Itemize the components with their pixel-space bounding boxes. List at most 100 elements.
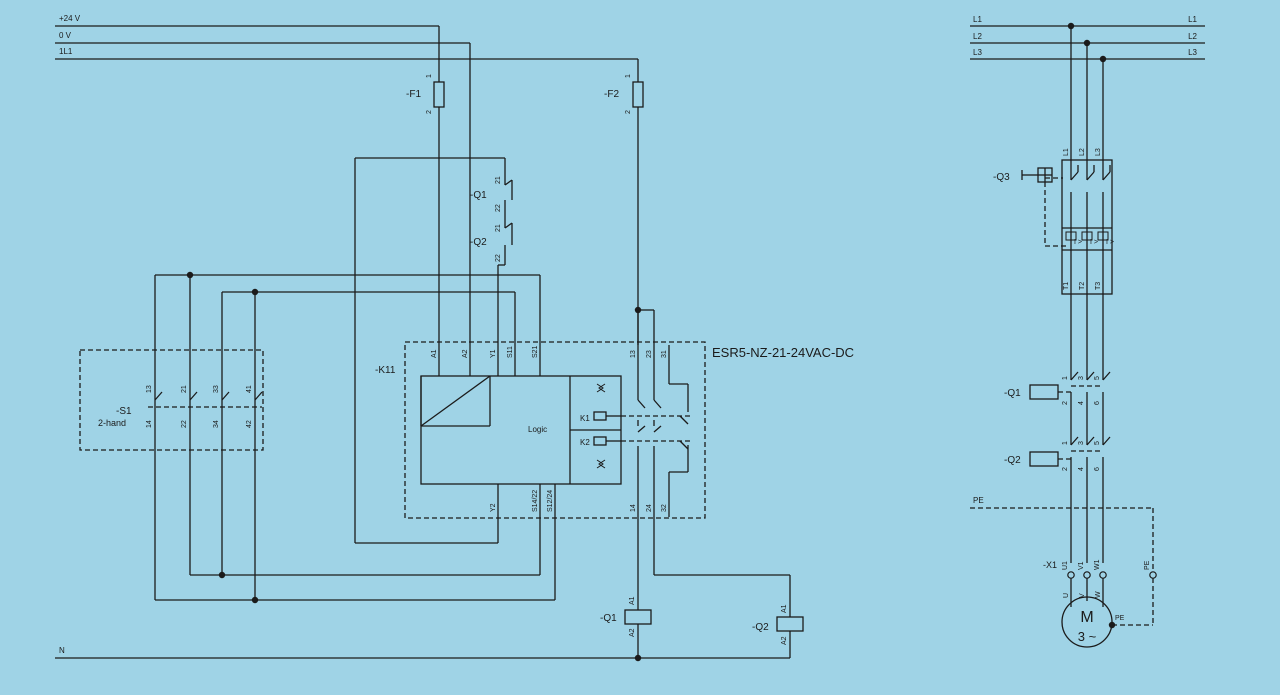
- k11-bottom-terminal: S12/24: [547, 490, 554, 512]
- k11-dashed-box: [404, 341, 706, 519]
- s1-label: -S1: [116, 406, 132, 417]
- fuse-f2-label: -F2: [604, 89, 619, 100]
- contact-pin: 6: [1094, 401, 1101, 405]
- contactor-q1-label: -Q1: [1004, 388, 1021, 399]
- contact-pin: 4: [1078, 401, 1085, 405]
- contact-pin: 2: [1062, 467, 1069, 471]
- motor-terminal: W: [1095, 591, 1102, 598]
- coil-pin: A2: [629, 628, 636, 637]
- k11-model-label: ESR5-NZ-21-24VAC-DC: [712, 345, 854, 360]
- k11-top-terminal: S11: [507, 346, 514, 358]
- junction-dot: [251, 596, 259, 604]
- k11-bottom-terminal: 24: [646, 504, 653, 512]
- q2-coil-box: [1029, 451, 1059, 467]
- trip-label: I >: [1106, 239, 1114, 246]
- motor-pe-label: PE: [1115, 615, 1125, 622]
- junction-dot: [251, 288, 259, 296]
- fuse-f1-body: [433, 81, 445, 108]
- k11-label: -K11: [375, 365, 396, 376]
- q3-label: -Q3: [993, 172, 1010, 183]
- phase-label: L3: [1188, 48, 1197, 57]
- k2-coil: [593, 436, 607, 446]
- trip-mark: [1065, 231, 1077, 241]
- fuse-pin: 2: [426, 110, 433, 114]
- coil-pin: A1: [781, 604, 788, 613]
- coil-pin: A2: [781, 636, 788, 645]
- contact-pin: 5: [1094, 441, 1101, 445]
- contact-pin: 3: [1078, 441, 1085, 445]
- s1-pin: 21: [181, 385, 188, 393]
- s1-sublabel: 2-hand: [98, 418, 126, 428]
- terminal-circle: [1083, 571, 1091, 579]
- breaker-pin: T1: [1063, 282, 1070, 290]
- k11-k1-label: K1: [580, 414, 590, 423]
- breaker-pin: L3: [1095, 148, 1102, 156]
- terminal-circle: [1099, 571, 1107, 579]
- s1-pin: 33: [213, 385, 220, 393]
- coil-q1: [624, 609, 652, 625]
- terminal-circle: [1067, 571, 1075, 579]
- q1-coil-box: [1029, 384, 1059, 400]
- trip-label: I >: [1074, 239, 1082, 246]
- fuse-pin: 2: [625, 110, 632, 114]
- motor-m-label: M: [1080, 609, 1093, 626]
- contact-pin: 21: [495, 176, 502, 184]
- s1-pin: 14: [146, 420, 153, 428]
- trip-mark: [1097, 231, 1109, 241]
- contact-pin: 6: [1094, 467, 1101, 471]
- rail-1l1-label: 1L1: [59, 47, 73, 56]
- fuse-pin: 1: [426, 74, 433, 78]
- coil-q2: [776, 616, 804, 632]
- k11-top-terminal: A1: [431, 349, 438, 358]
- junction-dot: [1108, 621, 1116, 629]
- motor-terminal: V: [1079, 593, 1086, 598]
- phase-label: L2: [973, 32, 982, 41]
- k11-bottom-terminal: S14/22: [532, 490, 539, 512]
- s1-pin: 34: [213, 420, 220, 428]
- k11-bottom-terminal: 14: [630, 504, 637, 512]
- phase-label: L1: [973, 15, 982, 24]
- k11-logic-label: Logic: [528, 425, 547, 434]
- two-hand-control-s1: -S12-hand131421223334414213: [79, 349, 264, 451]
- terminal-pin: V1: [1078, 561, 1085, 570]
- breaker-pin: L2: [1079, 148, 1086, 156]
- breaker-pin: T2: [1079, 282, 1086, 290]
- contact-pin: 21: [495, 224, 502, 232]
- terminal-pin: PE: [1144, 560, 1151, 570]
- fuse-f1: -F1 1 2: [406, 26, 445, 345]
- coil-q1-label: -Q1: [600, 613, 617, 624]
- fuse-f1-label: -F1: [406, 89, 421, 100]
- junction-dot: [634, 654, 642, 662]
- k11-top-terminal: A2: [462, 349, 469, 358]
- contact-pin: 3: [1078, 376, 1085, 380]
- contactor-q2-label: -Q2: [1004, 455, 1021, 466]
- k11-top-terminal: 31: [661, 350, 668, 358]
- q2-feedback-label: -Q2: [470, 237, 487, 248]
- trip-label: I >: [1090, 239, 1098, 246]
- terminal-pin: W1: [1094, 559, 1101, 570]
- rail-n-label: N: [59, 646, 65, 655]
- k11-top-terminal: S21: [532, 345, 539, 358]
- s1-pin: 22: [181, 420, 188, 428]
- two-hand-wiring: [154, 271, 556, 604]
- k1-coil: [593, 411, 607, 421]
- s1-dashed-box: [79, 349, 264, 451]
- k11-top-terminal: Y1: [490, 349, 497, 358]
- junction-dot: [634, 306, 642, 314]
- terminal-circle: [1149, 571, 1157, 579]
- k11-top-terminal: 23: [646, 350, 653, 358]
- phase-label: L2: [1188, 32, 1197, 41]
- motor-3phase-label: 3 ~: [1078, 629, 1097, 644]
- contact-pin: 22: [495, 204, 502, 212]
- coil-pin: A1: [629, 596, 636, 605]
- rail-24v-label: +24 V: [59, 14, 81, 23]
- s1-pin: 41: [246, 385, 253, 393]
- junction-dot: [186, 271, 194, 279]
- phase-label: L1: [1188, 15, 1197, 24]
- rail-0v-label: 0 V: [59, 31, 72, 40]
- junction-dot: [218, 571, 226, 579]
